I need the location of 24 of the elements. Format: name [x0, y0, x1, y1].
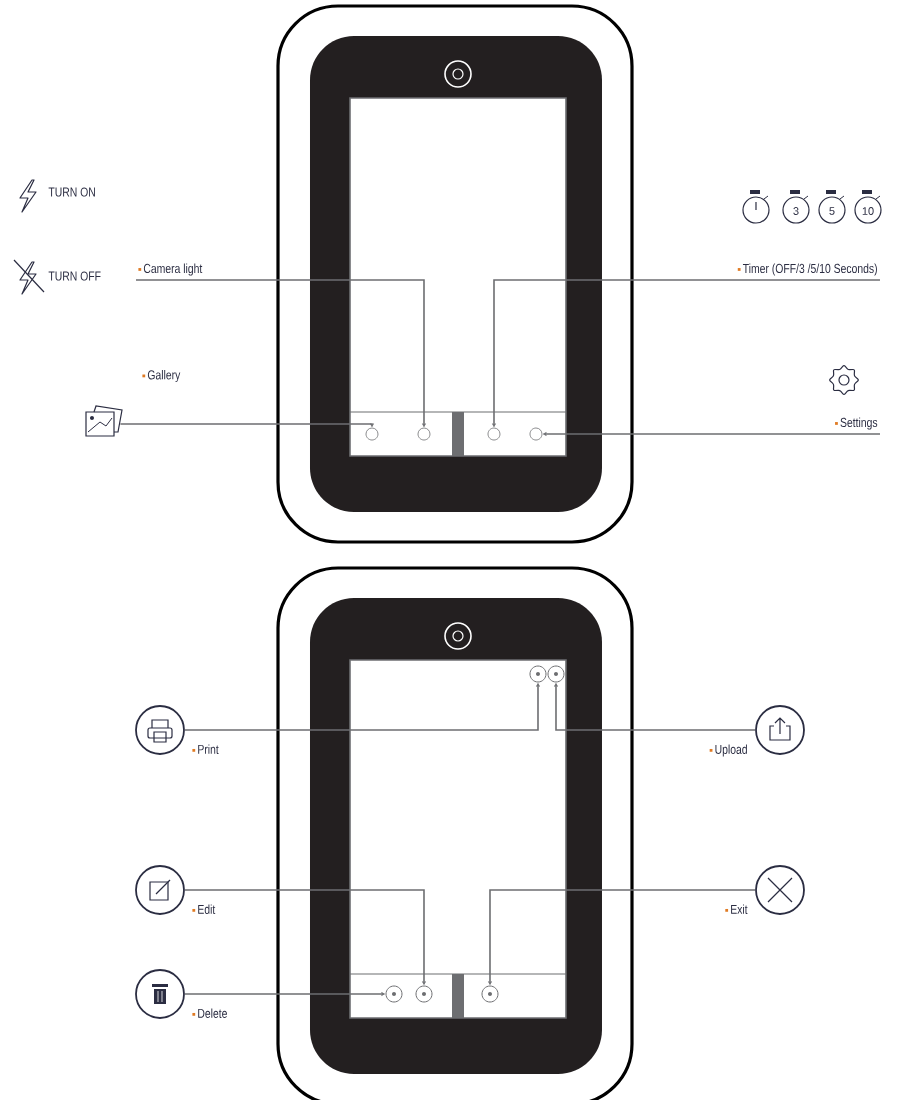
screen-button — [487, 427, 501, 441]
screen-button — [529, 665, 547, 683]
delete-button — [135, 969, 185, 1019]
edit-button — [135, 865, 185, 915]
leader-line — [184, 683, 540, 731]
screen-button — [365, 427, 379, 441]
leader-line — [184, 889, 426, 985]
leader-line — [554, 683, 756, 731]
screen-button — [529, 427, 543, 441]
upload-button — [755, 705, 805, 755]
print-button — [135, 705, 185, 755]
leader-line — [184, 992, 385, 996]
gallery-icon — [85, 405, 123, 437]
exit-button — [755, 865, 805, 915]
leader-line — [542, 432, 881, 436]
leader-line — [492, 279, 881, 428]
leader-line — [119, 423, 374, 428]
screen-button — [547, 665, 565, 683]
leader-line — [488, 889, 756, 985]
leader-line — [135, 279, 426, 428]
screen-button — [385, 985, 403, 1003]
screen-button — [417, 427, 431, 441]
screen-button — [415, 985, 433, 1003]
screen-button — [481, 985, 499, 1003]
